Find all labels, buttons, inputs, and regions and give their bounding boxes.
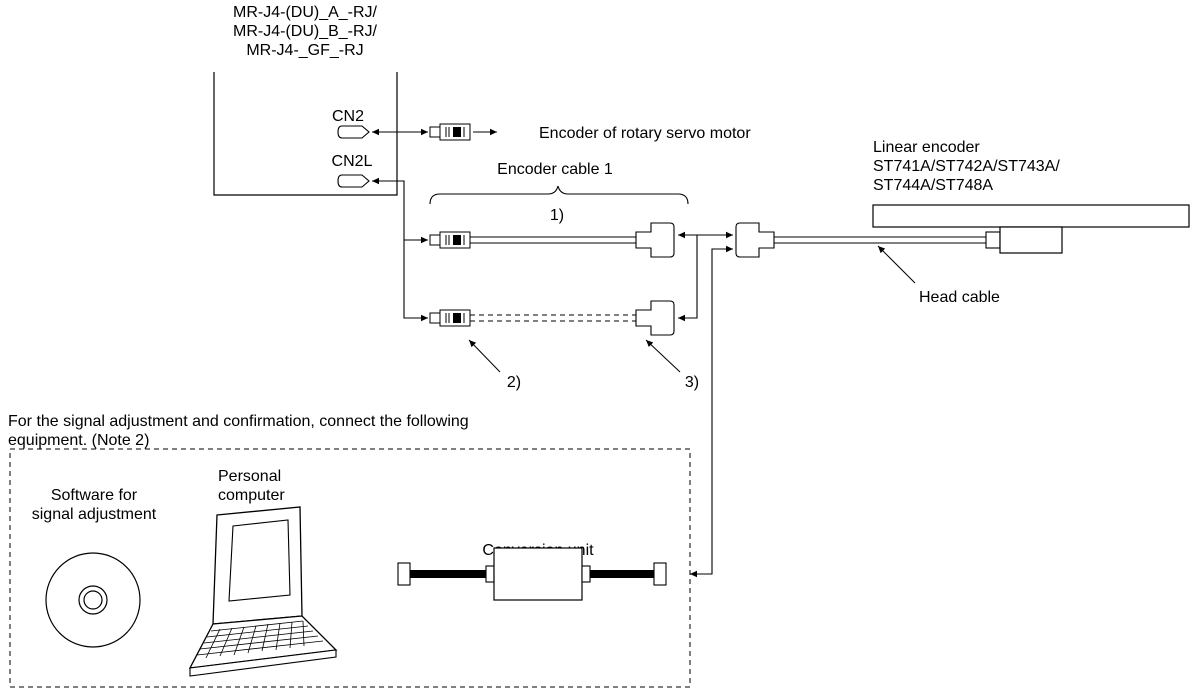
connector-cn2l-label: CN2L <box>332 153 373 170</box>
amplifier-model-line-1: MR-J4-(DU)_A_-RJ/ <box>233 4 378 21</box>
optional-plug-left <box>429 309 471 327</box>
cable-plug-left <box>429 231 471 249</box>
connector-cn2-label: CN2 <box>332 108 364 125</box>
linear-encoder-line-2: ST741A/ST742A/ST743A/ <box>873 158 1060 175</box>
servo-amplifier: MR-J4-(DU)_A_-RJ/ MR-J4-(DU)_B_-RJ/ MR-J… <box>213 4 398 196</box>
software-cd-icon: Software for signal adjustment <box>32 487 157 648</box>
amplifier-body <box>213 72 398 196</box>
head-cable-dsub <box>735 222 775 258</box>
personal-computer-icon: Personal computer <box>188 468 338 677</box>
encoder-motor-label: Encoder of rotary servo motor <box>539 125 751 142</box>
linear-encoder-line-3: ST744A/ST748A <box>873 177 993 194</box>
computer-label-line-1: Personal <box>218 468 281 485</box>
head-cable-label: Head cable <box>919 289 1000 306</box>
callout-1: 1) <box>550 207 564 224</box>
amplifier-model-line-3: MR-J4-_GF_-RJ <box>246 42 363 59</box>
rotary-encoder-link: Encoder of rotary servo motor <box>372 123 751 142</box>
signal-note-line-2: equipment. (Note 2) <box>8 432 149 449</box>
linear-encoder: Linear encoder ST741A/ST742A/ST743A/ ST7… <box>735 139 1190 306</box>
callout-3: 3) <box>685 374 699 391</box>
software-label-line-2: signal adjustment <box>32 506 157 523</box>
linear-encoder-line-1: Linear encoder <box>873 139 980 156</box>
junction-wiring <box>678 231 733 578</box>
head-connector <box>985 231 1001 249</box>
scale-read-head <box>999 226 1063 254</box>
computer-label-line-2: computer <box>218 487 285 504</box>
optional-dsub-right <box>635 300 675 336</box>
encoder-cable-label: Encoder cable 1 <box>497 161 613 178</box>
cable-dsub-right <box>635 222 675 258</box>
callout-2: 2) <box>507 374 521 391</box>
conversion-unit-icon: Conversion unit <box>397 542 667 601</box>
encoder-cable-1: Encoder cable 1 1) 2) <box>429 161 699 391</box>
signal-note-line-1: For the signal adjustment and confirmati… <box>8 413 469 430</box>
motor-plug-icon <box>429 123 471 141</box>
cn2l-wiring <box>372 177 428 322</box>
amplifier-model-line-2: MR-J4-(DU)_B_-RJ/ <box>233 23 378 40</box>
linear-scale <box>872 204 1190 228</box>
software-label-line-1: Software for <box>51 487 138 504</box>
connector-cn2l <box>337 174 370 188</box>
encoder-cable-brace <box>429 185 689 205</box>
connector-cn2 <box>337 125 370 139</box>
